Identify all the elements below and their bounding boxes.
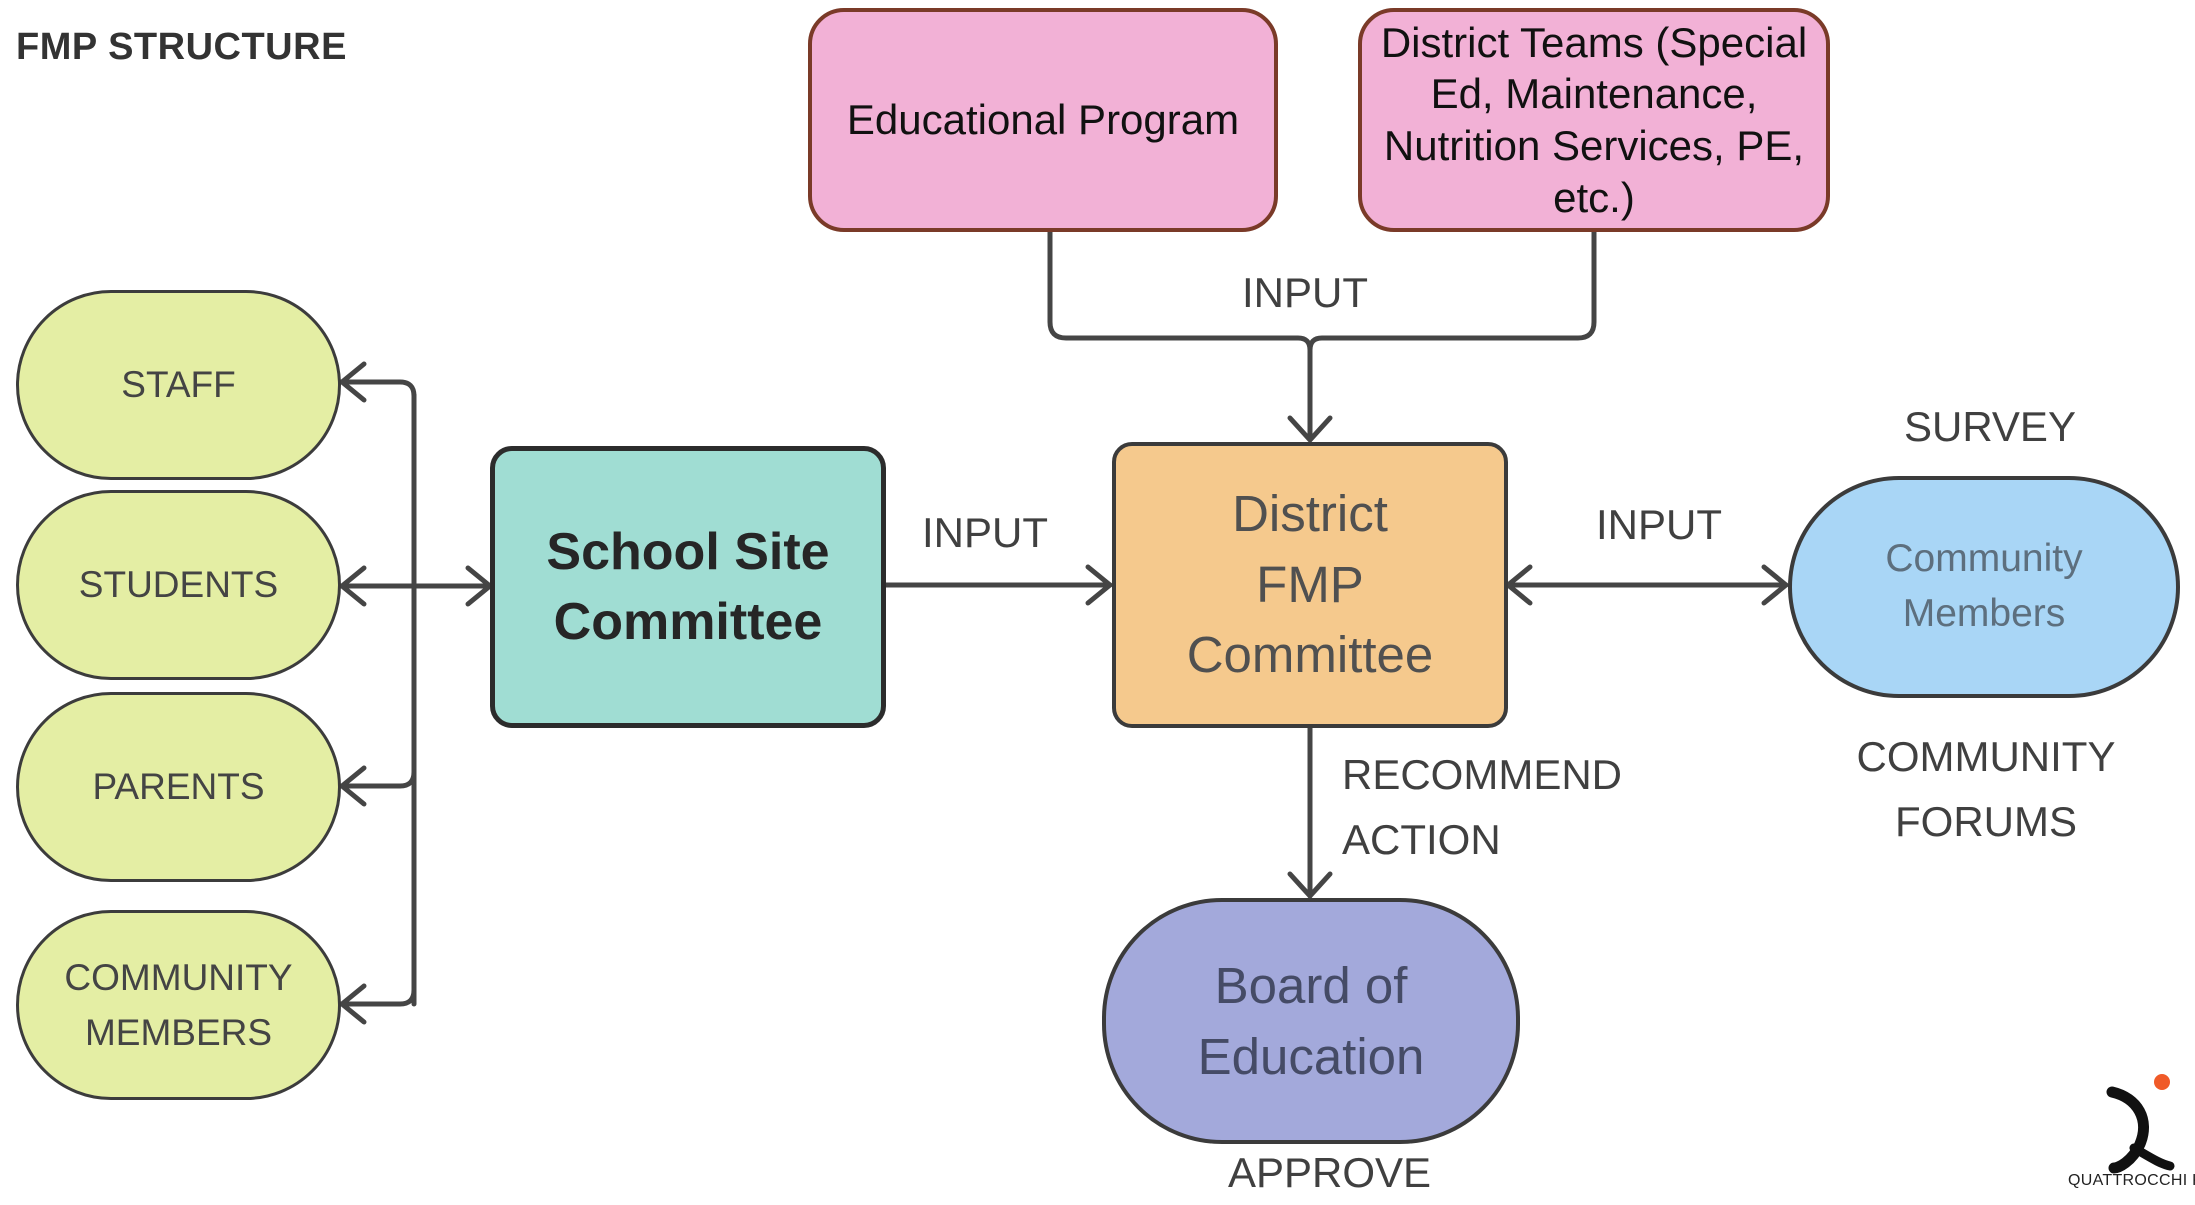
node-students: STUDENTS [16, 490, 341, 680]
arrowhead-into-board [1287, 871, 1333, 899]
arrowhead-students [339, 565, 367, 607]
label-input-left: INPUT [922, 509, 1048, 556]
node-district-fmp-committee: District FMP Committee [1112, 442, 1508, 728]
connector-staff [338, 379, 417, 399]
label-approve: APPROVE [1228, 1149, 1432, 1196]
arrowhead-parents [339, 765, 367, 807]
label-recommend-action: RECOMMEND ACTION [1342, 751, 1622, 864]
arrowhead-community-left [339, 983, 367, 1025]
label-input-top: INPUT [1242, 269, 1368, 316]
connector-parents [338, 769, 417, 789]
node-school-site-committee: School Site Committee [490, 446, 886, 728]
node-community-members-left: COMMUNITY MEMBERS [16, 910, 341, 1100]
connector-district-teams [1307, 229, 1597, 353]
connector-community-left [338, 987, 417, 1007]
label-community-forums: COMMUNITY FORUMS [1856, 733, 2116, 846]
page-title: FMP STRUCTURE [16, 26, 347, 68]
label-survey: SURVEY [1904, 403, 2076, 450]
node-district-teams: District Teams (Special Ed, Maintenance,… [1358, 8, 1830, 232]
arrowhead-into-district-fmp-top [1287, 415, 1333, 443]
quattrocchi-kwok-logo-icon [2106, 1074, 2175, 1174]
node-educational-program: Educational Program [808, 8, 1278, 232]
arrowhead-staff [339, 361, 367, 403]
arrowhead-into-district-fmp-left [1085, 564, 1113, 606]
logo-caption: QUATTROCCHI K [2068, 1172, 2195, 1189]
arrowhead-into-district-fmp-right [1505, 564, 1533, 606]
node-parents: PARENTS [16, 692, 341, 882]
arrowhead-into-community [1761, 564, 1789, 606]
label-input-right: INPUT [1596, 501, 1722, 548]
node-board-of-education: Board of Education [1102, 898, 1520, 1144]
node-community-members-right: Community Members [1788, 476, 2180, 698]
node-staff: STAFF [16, 290, 341, 480]
